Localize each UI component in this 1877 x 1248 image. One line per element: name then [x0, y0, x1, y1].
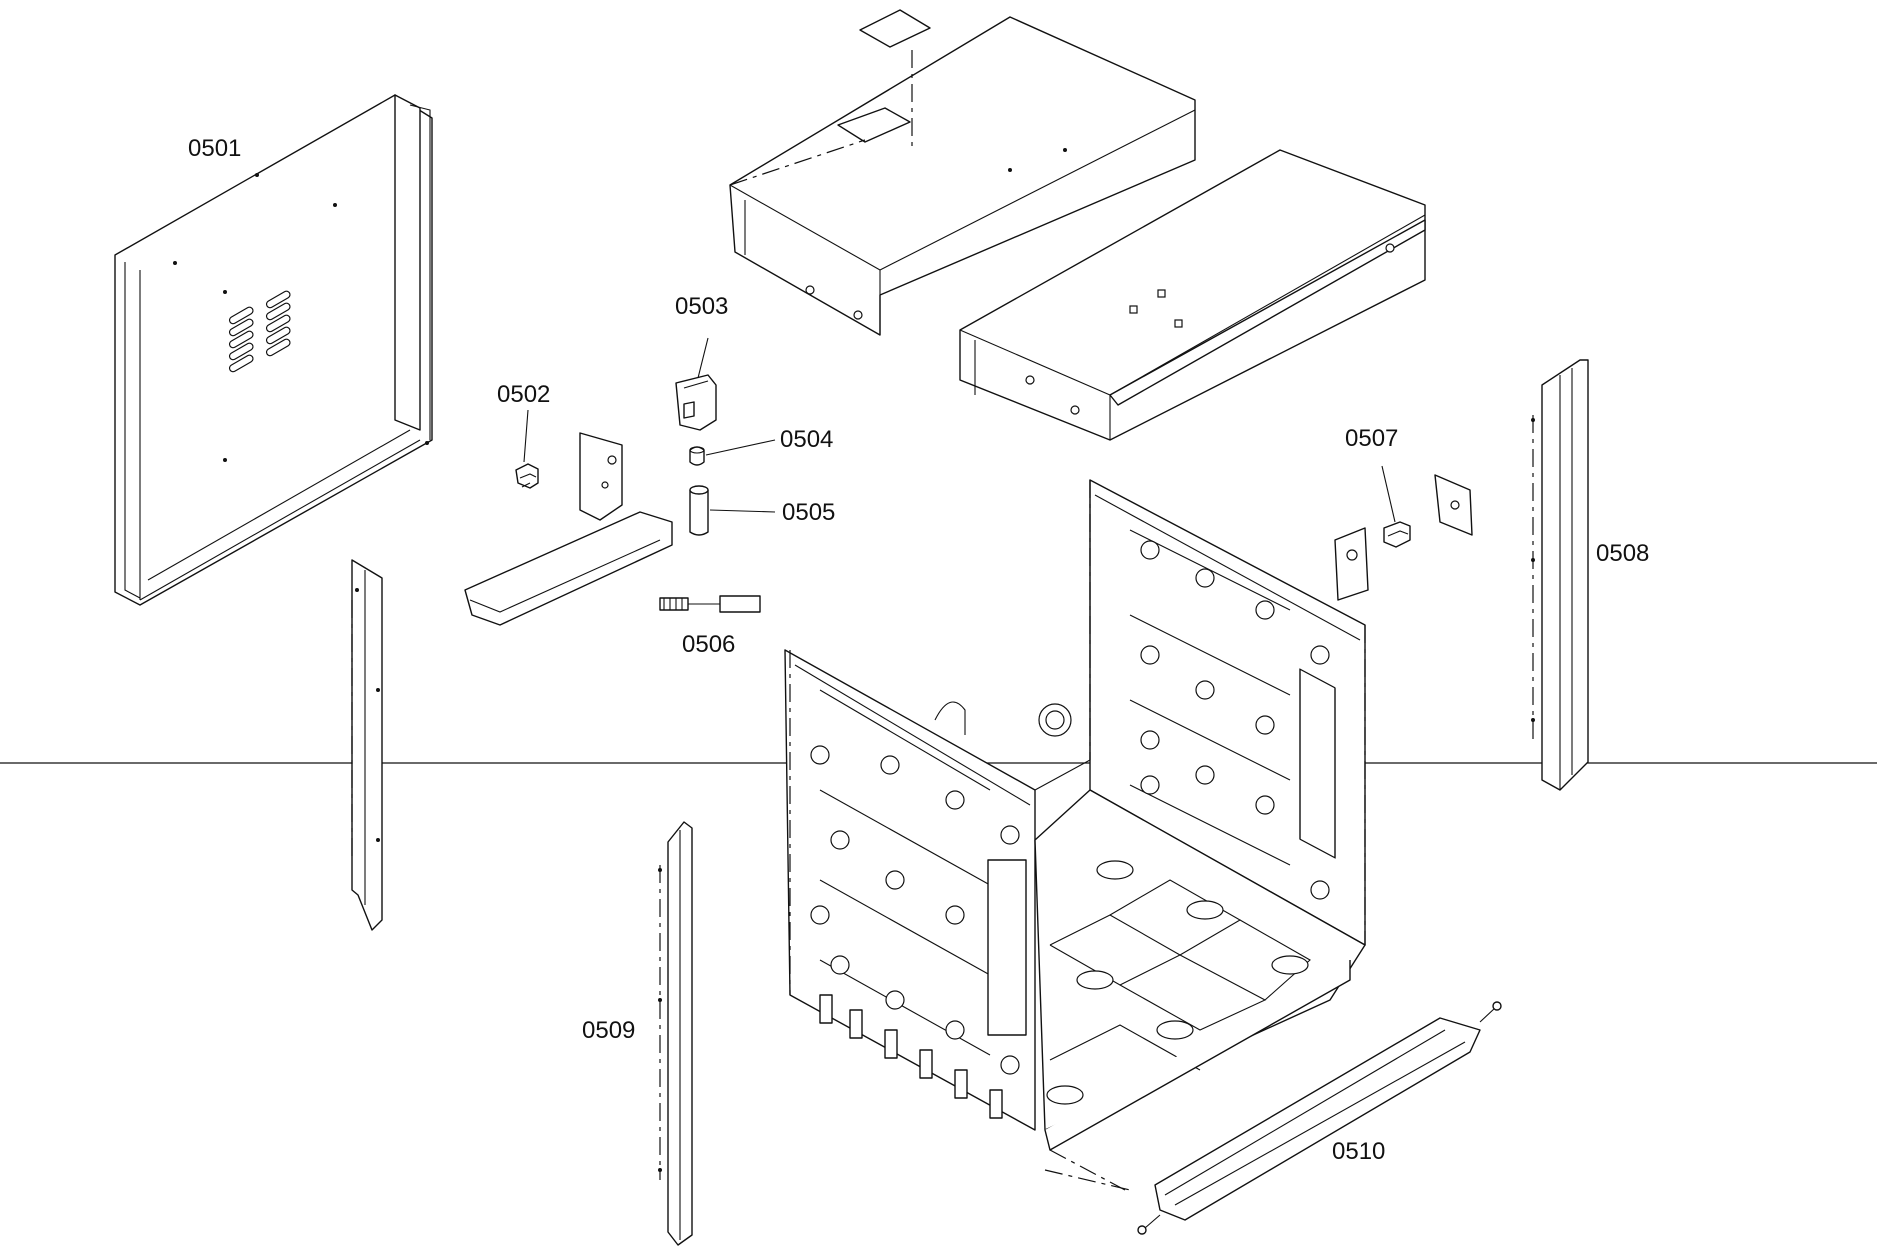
part-0508-trim-strip	[1531, 359, 1589, 791]
label-0504: 0504	[780, 426, 833, 453]
floor-panels	[1046, 860, 1311, 1105]
leader-lines	[523, 337, 1396, 523]
part-0509-trim-strip	[658, 821, 693, 1246]
part-0506-sensor	[659, 595, 761, 613]
small-bracket-plates	[1334, 474, 1473, 601]
part-labels: 0501 0502 0503 0504 0505 0506 0507 0508 …	[188, 135, 1649, 1165]
label-0502: 0502	[497, 381, 550, 408]
label-0509: 0509	[582, 1017, 635, 1044]
wall-bosses	[810, 540, 1330, 1075]
oven-cavity-frame	[784, 479, 1366, 1191]
part-0507-clip	[1383, 521, 1411, 548]
bottom-feet	[819, 994, 1003, 1119]
label-0505: 0505	[782, 499, 835, 526]
label-0501: 0501	[188, 135, 241, 162]
part-0503-latch	[675, 374, 717, 431]
label-0507: 0507	[1345, 425, 1398, 452]
part-0504-holder	[689, 446, 705, 466]
label-0510: 0510	[1332, 1138, 1385, 1165]
left-wall-rails	[819, 689, 991, 1056]
label-0506: 0506	[682, 631, 735, 658]
bracket-plate	[464, 432, 673, 626]
label-0503: 0503	[675, 293, 728, 320]
left-side-trim	[351, 559, 383, 931]
label-0508: 0508	[1596, 540, 1649, 567]
part-0502-clip	[515, 463, 539, 489]
top-housing	[729, 9, 1196, 336]
part-0510-bottom-bar	[1044, 1001, 1502, 1235]
vent-slots	[228, 290, 291, 373]
top-rail	[959, 149, 1426, 441]
part-0505-cylinder	[689, 485, 709, 536]
part-0501-side-panel	[114, 94, 433, 606]
